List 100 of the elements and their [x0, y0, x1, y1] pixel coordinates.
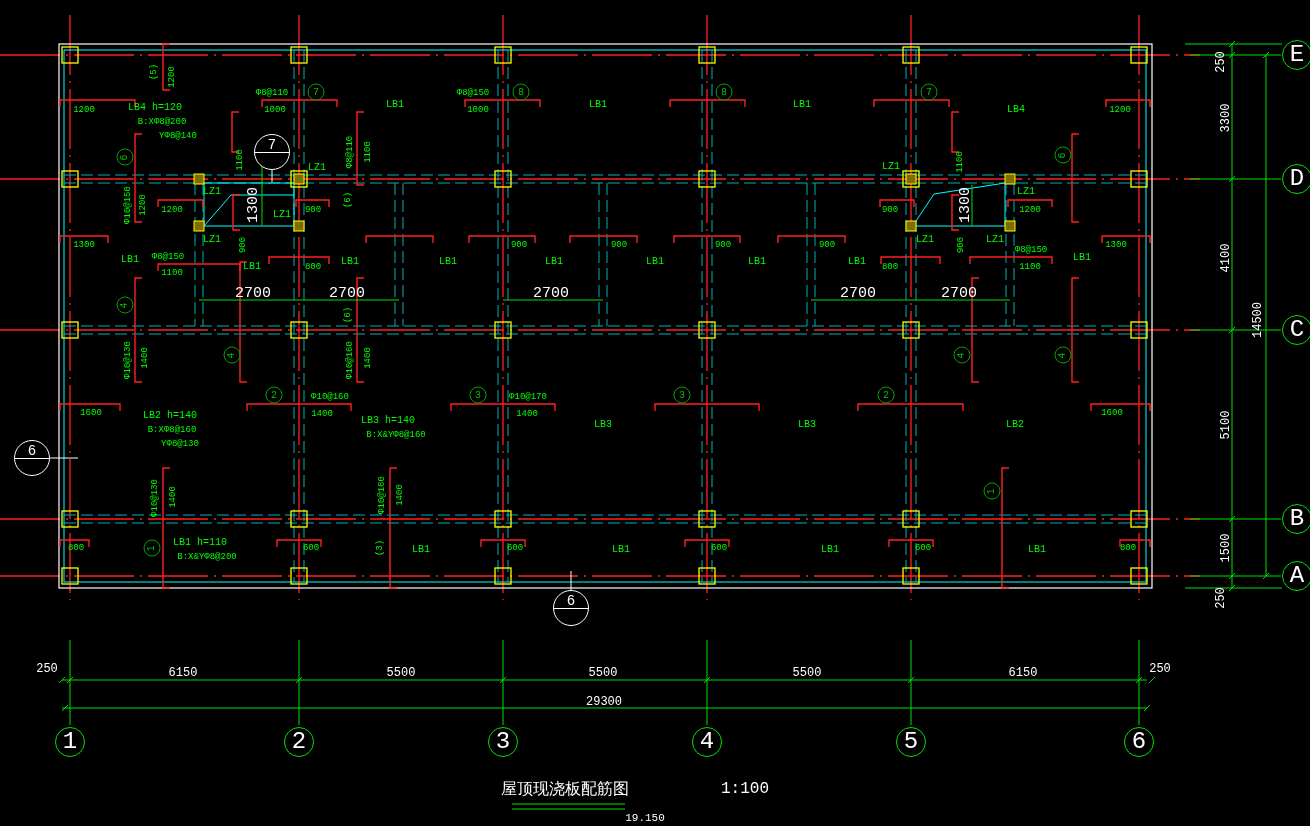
rebar-spec: (6) — [343, 306, 353, 324]
rebar-spec: Φ10@160 — [377, 476, 387, 514]
slab-label: LB4 h=120 — [128, 103, 182, 113]
rebar-spec: Φ10@150 — [123, 186, 133, 224]
rebar-spec: Φ10@170 — [509, 392, 547, 402]
rebar-length: 600 — [302, 543, 320, 553]
slab-label: LB1 — [545, 257, 563, 267]
rebar-length: 1200 — [73, 105, 95, 115]
column-label: LZ1 — [1017, 187, 1035, 197]
rebar-spec: YΦ8@140 — [159, 131, 197, 141]
slab-label: LB1 — [121, 255, 139, 265]
dimension-text: 1300 — [245, 187, 261, 223]
rebar-length: 1100 — [235, 149, 245, 171]
rebar-length: 900 — [238, 236, 248, 254]
rebar-spec: B:X&YΦ8@200 — [177, 552, 237, 562]
rebar-length: 600 — [914, 543, 932, 553]
dimension-text: 29300 — [586, 696, 622, 708]
slab-label: LB2 — [1006, 420, 1024, 430]
dimension-text: 250 — [36, 663, 58, 675]
rebar-spec: Φ10@130 — [150, 479, 160, 517]
elevation-text: 19.150 — [625, 812, 665, 824]
rebar-spec: Φ8@150 — [456, 88, 490, 98]
column-label: LZ1 — [882, 162, 900, 172]
rebar-length: 1100 — [161, 268, 183, 278]
dimension-text: 6150 — [168, 667, 198, 679]
column-label: LZ1 — [986, 235, 1004, 245]
rebar-length: 800 — [304, 262, 322, 272]
slab-label: LB1 — [646, 257, 664, 267]
rebar-length: 1000 — [264, 105, 286, 115]
rebar-length: 900 — [304, 205, 322, 215]
rebar-length: 1400 — [168, 486, 178, 508]
rebar-length: 600 — [710, 543, 728, 553]
rebar-length: 1100 — [955, 151, 965, 173]
column-label: LZ1 — [203, 187, 221, 197]
dimension-text: 6150 — [1008, 667, 1038, 679]
dimension-text: 5500 — [386, 667, 416, 679]
rebar-length: 1400 — [140, 347, 150, 369]
column-label: LZ1 — [273, 210, 291, 220]
rebar-spec: (3) — [375, 539, 385, 557]
dimension-text: 1300 — [957, 187, 973, 223]
rebar-spec: Φ8@150 — [1014, 245, 1048, 255]
rebar-length: 1300 — [1105, 240, 1127, 250]
rebar-spec: B:X&YΦ8@160 — [366, 430, 426, 440]
slab-label: LB3 h=140 — [361, 416, 415, 426]
rebar-length: 1200 — [138, 194, 148, 216]
dimension-text: 5500 — [792, 667, 822, 679]
rebar-length: 1100 — [1019, 262, 1041, 272]
dimension-text: 1500 — [1220, 533, 1232, 563]
rebar-length: 1000 — [467, 105, 489, 115]
slab-label: LB1 — [748, 257, 766, 267]
rebar-spec: B:XΦ8@160 — [147, 425, 197, 435]
slab-label: LB1 — [848, 257, 866, 267]
rebar-length: 900 — [956, 236, 966, 254]
slab-label: LB1 — [1028, 545, 1046, 555]
rebar-length: 900 — [714, 240, 732, 250]
slab-label: LB1 — [412, 545, 430, 555]
column-label: LZ1 — [308, 163, 326, 173]
dimension-text: 250 — [1215, 51, 1227, 73]
slab-label: LB1 — [386, 100, 404, 110]
rebar-spec: B:XΦ8@200 — [137, 117, 187, 127]
slab-label: LB4 — [1007, 105, 1025, 115]
slab-label: LB1 — [243, 262, 261, 272]
slab-label: LB1 — [612, 545, 630, 555]
rebar-spec: Φ8@110 — [345, 135, 355, 169]
rebar-length: 1600 — [1101, 408, 1123, 418]
slab-label: LB3 — [594, 420, 612, 430]
slab-label: LB1 — [821, 545, 839, 555]
rebar-length: 1300 — [73, 240, 95, 250]
dimension-text: 2700 — [533, 285, 569, 301]
scale-text: 1:100 — [721, 781, 769, 797]
rebar-spec: Φ10@160 — [345, 341, 355, 379]
rebar-spec: (6) — [343, 191, 353, 209]
dimension-text: 2700 — [840, 285, 876, 301]
slab-label: LB1 h=110 — [173, 538, 227, 548]
rebar-length: 1400 — [363, 347, 373, 369]
section-symbol: 6 — [553, 590, 589, 626]
slab-label: LB3 — [798, 420, 816, 430]
rebar-spec: Φ8@150 — [151, 252, 185, 262]
rebar-length: 1600 — [80, 408, 102, 418]
rebar-length: 600 — [506, 543, 524, 553]
slab-label: LB1 — [341, 257, 359, 267]
rebar-spec: YΦ8@130 — [161, 439, 199, 449]
dimension-text: 4100 — [1220, 243, 1232, 273]
rebar-length: 900 — [818, 240, 836, 250]
dimension-text: 250 — [1215, 587, 1227, 609]
rebar-length: 1200 — [1019, 205, 1041, 215]
rebar-length: 1200 — [167, 66, 177, 88]
rebar-spec: (5) — [149, 63, 159, 81]
slab-label: LB1 — [1073, 253, 1091, 263]
rebar-length: 1200 — [161, 205, 183, 215]
slab-label: LB1 — [589, 100, 607, 110]
rebar-spec: Φ10@160 — [311, 392, 349, 402]
rebar-length: 1200 — [1109, 105, 1131, 115]
drawing-title: 屋顶现浇板配筋图 — [501, 781, 629, 797]
column-label: LZ1 — [203, 235, 221, 245]
rebar-length: 900 — [610, 240, 628, 250]
dimension-text: 14500 — [1252, 302, 1264, 338]
section-symbol: 7 — [254, 134, 290, 170]
dimension-text: 5100 — [1220, 410, 1232, 440]
dimension-text: 250 — [1149, 663, 1171, 675]
